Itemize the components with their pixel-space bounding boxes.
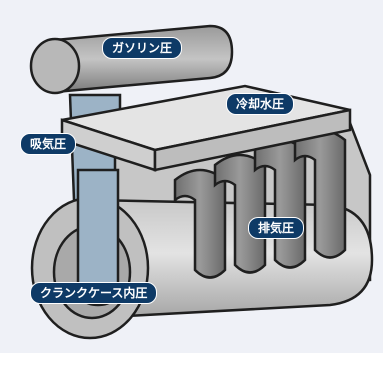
intake-pressure-label: 吸気圧 (20, 133, 77, 155)
crankcase-pressure-label: クランクケース内圧 (30, 282, 158, 304)
gasoline-pressure-label: ガソリン圧 (102, 37, 183, 59)
gasoline-rail (29, 24, 234, 95)
coolant-pressure-label: 冷却水圧 (226, 93, 295, 115)
exhaust-pressure-label: 排気圧 (248, 217, 305, 239)
